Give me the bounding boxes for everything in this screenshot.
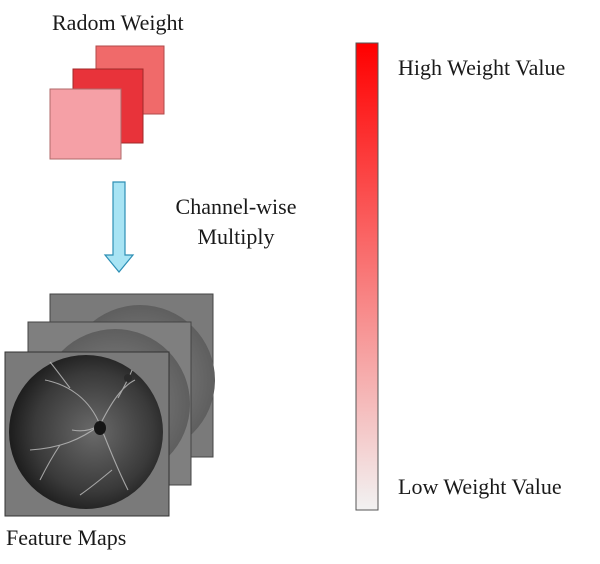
channel-multiply-label: Channel-wise Multiply (175, 194, 297, 249)
random-weight-label: Radom Weight (52, 10, 184, 35)
colorbar (355, 42, 379, 511)
random-weight-stack (49, 45, 165, 160)
low-weight-label: Low Weight Value (398, 474, 562, 499)
feature-maps-stack (4, 293, 215, 517)
feature-maps-label: Feature Maps (6, 525, 127, 550)
down-arrow-icon (103, 181, 135, 273)
feature-map-front (4, 351, 170, 517)
high-weight-label: High Weight Value (398, 55, 566, 80)
weight-square-front (49, 88, 122, 160)
optic-disc (94, 421, 106, 435)
